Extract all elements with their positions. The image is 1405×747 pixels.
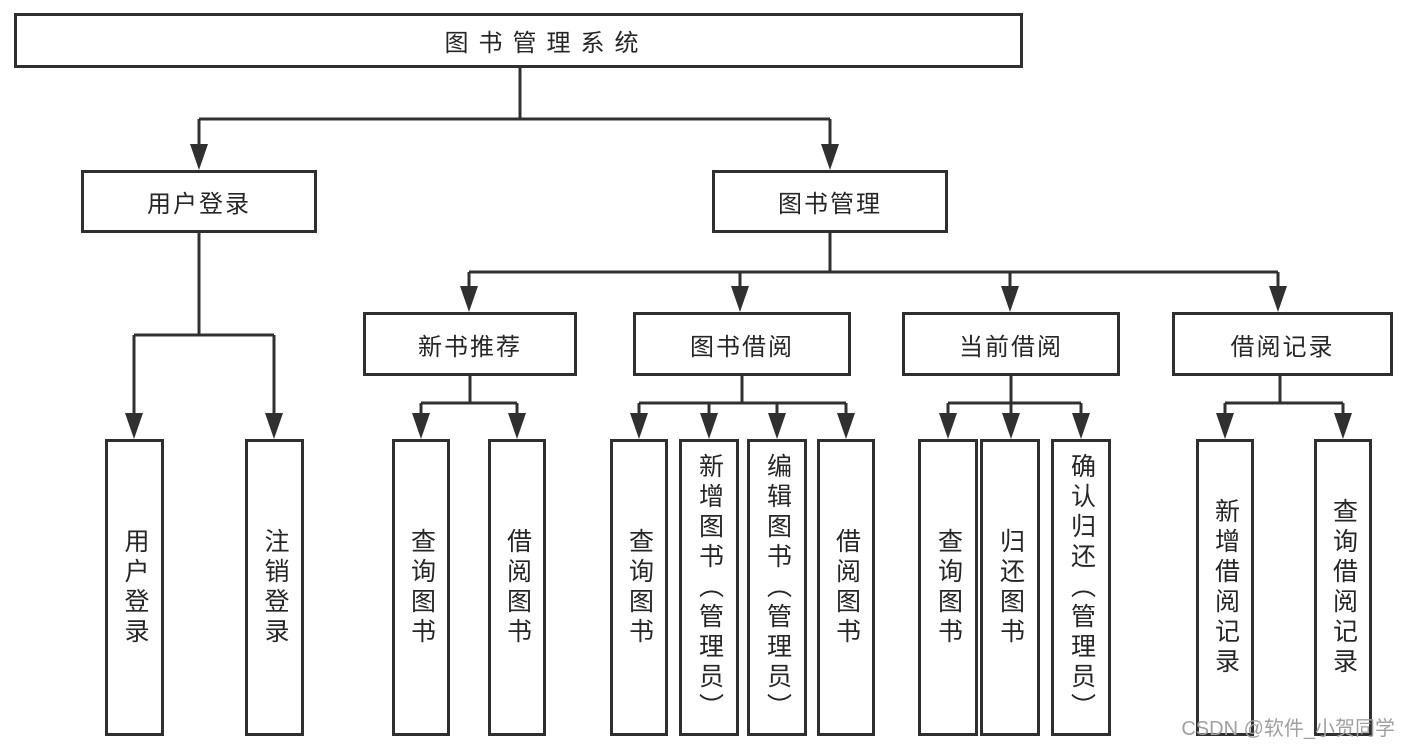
leaf-label: 归还图书	[996, 527, 1025, 648]
leaf-label: 查询图书	[407, 527, 436, 648]
csdn-watermark: CSDN @软件_小贺同学	[1181, 718, 1395, 740]
node-book-management: 图书管理	[712, 170, 948, 233]
node-label: 借阅记录	[1230, 333, 1335, 361]
leaf-return-books: 归还图书	[980, 439, 1040, 736]
leaf-query-borrow-record: 查询借阅记录	[1314, 439, 1372, 736]
connector-user-login-to-leaves	[125, 233, 283, 439]
leaf-add-borrow-record: 新增借阅记录	[1196, 439, 1254, 736]
connector-current-borrowing-to-leaves	[939, 376, 1090, 439]
node-label: 当前借阅	[959, 333, 1063, 361]
leaf-label: 借阅图书	[832, 527, 861, 648]
leaf-label: 注销登录	[261, 527, 289, 648]
connector-new-book-recommendation-to-leaves	[412, 376, 526, 439]
node-new-book-recommendation: 新书推荐	[363, 312, 577, 376]
node-book-borrowing: 图书借阅	[633, 312, 851, 376]
node-library-management-system: 图书管理系统	[14, 13, 1023, 68]
connector-book-management-to-level3	[460, 233, 1287, 312]
leaf-label: 确认归还（管理员）	[1067, 452, 1096, 723]
leaf-label: 借阅图书	[503, 527, 532, 648]
node-label: 图书管理系统	[444, 30, 649, 57]
node-label: 图书管理	[778, 191, 882, 218]
connector-borrowing-records-to-leaves	[1216, 376, 1352, 439]
leaf-label: 新增借阅记录	[1211, 497, 1240, 678]
leaf-add-book-admin: 新增图书（管理员）	[679, 439, 739, 736]
leaf-query-books-borrowing: 查询图书	[610, 439, 668, 736]
leaf-query-books-current: 查询图书	[918, 439, 978, 736]
leaf-user-login: 用户登录	[105, 439, 164, 736]
leaf-label: 编辑图书（管理员）	[763, 452, 792, 723]
leaf-label: 查询借阅记录	[1329, 497, 1358, 678]
node-label: 图书借阅	[690, 333, 794, 361]
leaf-label: 新增图书（管理员）	[695, 452, 724, 723]
node-borrowing-records: 借阅记录	[1172, 312, 1393, 376]
leaf-borrow-books: 借阅图书	[817, 439, 875, 736]
node-label: 用户登录	[147, 191, 251, 218]
leaf-label: 查询图书	[934, 527, 963, 648]
node-user-login: 用户登录	[81, 170, 317, 233]
leaf-label: 用户登录	[121, 527, 149, 648]
leaf-logout: 注销登录	[245, 439, 304, 736]
leaf-confirm-return-admin: 确认归还（管理员）	[1051, 439, 1111, 736]
connector-root-to-level2	[190, 68, 839, 170]
node-label: 新书推荐	[418, 333, 522, 361]
node-current-borrowing: 当前借阅	[902, 312, 1120, 376]
leaf-edit-book-admin: 编辑图书（管理员）	[747, 439, 807, 736]
leaf-query-books-recommend: 查询图书	[392, 439, 450, 736]
leaf-borrow-books-recommend: 借阅图书	[488, 439, 546, 736]
leaf-label: 查询图书	[625, 527, 654, 648]
connector-book-borrowing-to-leaves	[630, 376, 855, 439]
